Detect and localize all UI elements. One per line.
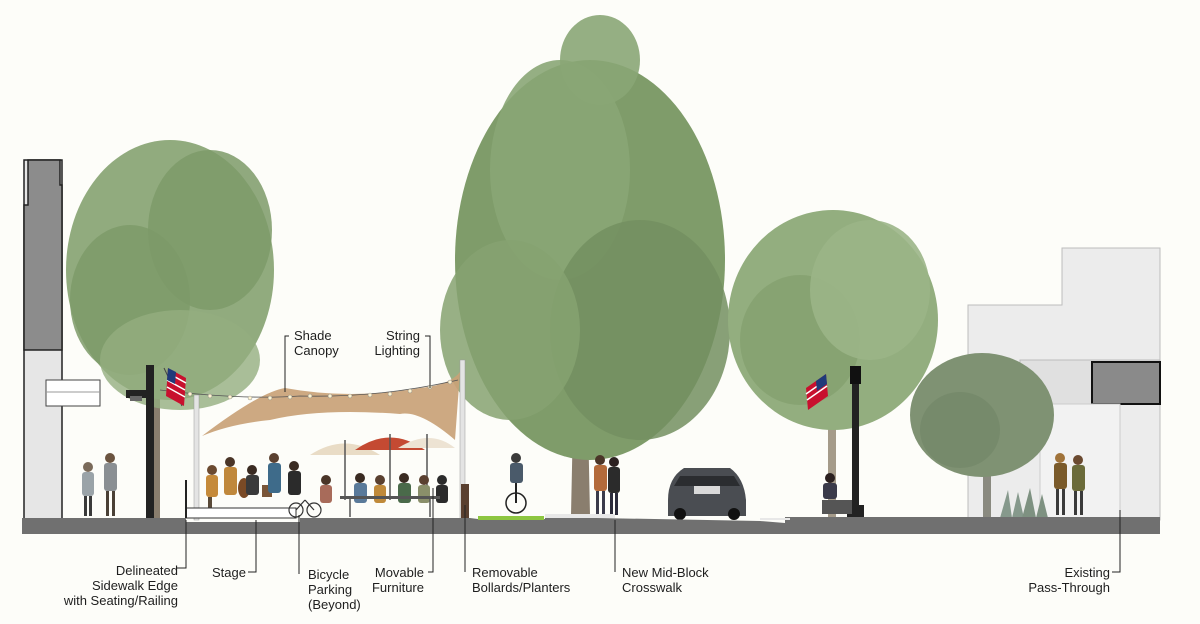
cyclist [505,453,527,514]
band-on-stage [206,453,301,515]
planter-shrubs [1000,488,1048,518]
label-existing-pass-through: Existing Pass-Through [1028,565,1110,595]
ground-section [22,514,1160,534]
street-light-left [126,365,154,518]
tree-right [728,210,938,518]
pedestrians-left [82,453,117,516]
bollard [461,484,469,518]
american-flag-icon [163,367,187,407]
stage-platform [185,480,297,519]
tree-left [66,140,274,520]
pedestrians-crosswalk [594,455,620,515]
label-bicycle-parking: Bicycle Parking (Beyond) [308,567,361,612]
car [668,468,746,520]
left-building [23,159,101,521]
label-bollards-planters: Removable Bollards/Planters [472,565,571,595]
label-movable-furniture: Movable Furniture [371,565,424,595]
label-sidewalk-edge: Delineated Sidewalk Edge with Seating/Ra… [63,563,178,608]
seated-person-bench [822,473,852,514]
label-shade-canopy: Shade Canopy [294,328,339,358]
bicycle-parking [288,499,322,518]
tree-center [440,15,730,515]
bike-lane-marking [478,516,544,520]
label-string-lighting: String Lighting [374,328,420,358]
label-mid-block-crosswalk: New Mid-Block Crosswalk [622,565,709,595]
leader-lines [176,335,1121,574]
shade-canopy [202,372,460,440]
tree-far-right [910,353,1054,518]
canopy-structure [159,359,466,521]
diners [320,473,448,517]
label-stage: Stage [212,565,246,580]
pedestrians-right [1054,453,1085,515]
american-flag-icon [805,374,828,410]
